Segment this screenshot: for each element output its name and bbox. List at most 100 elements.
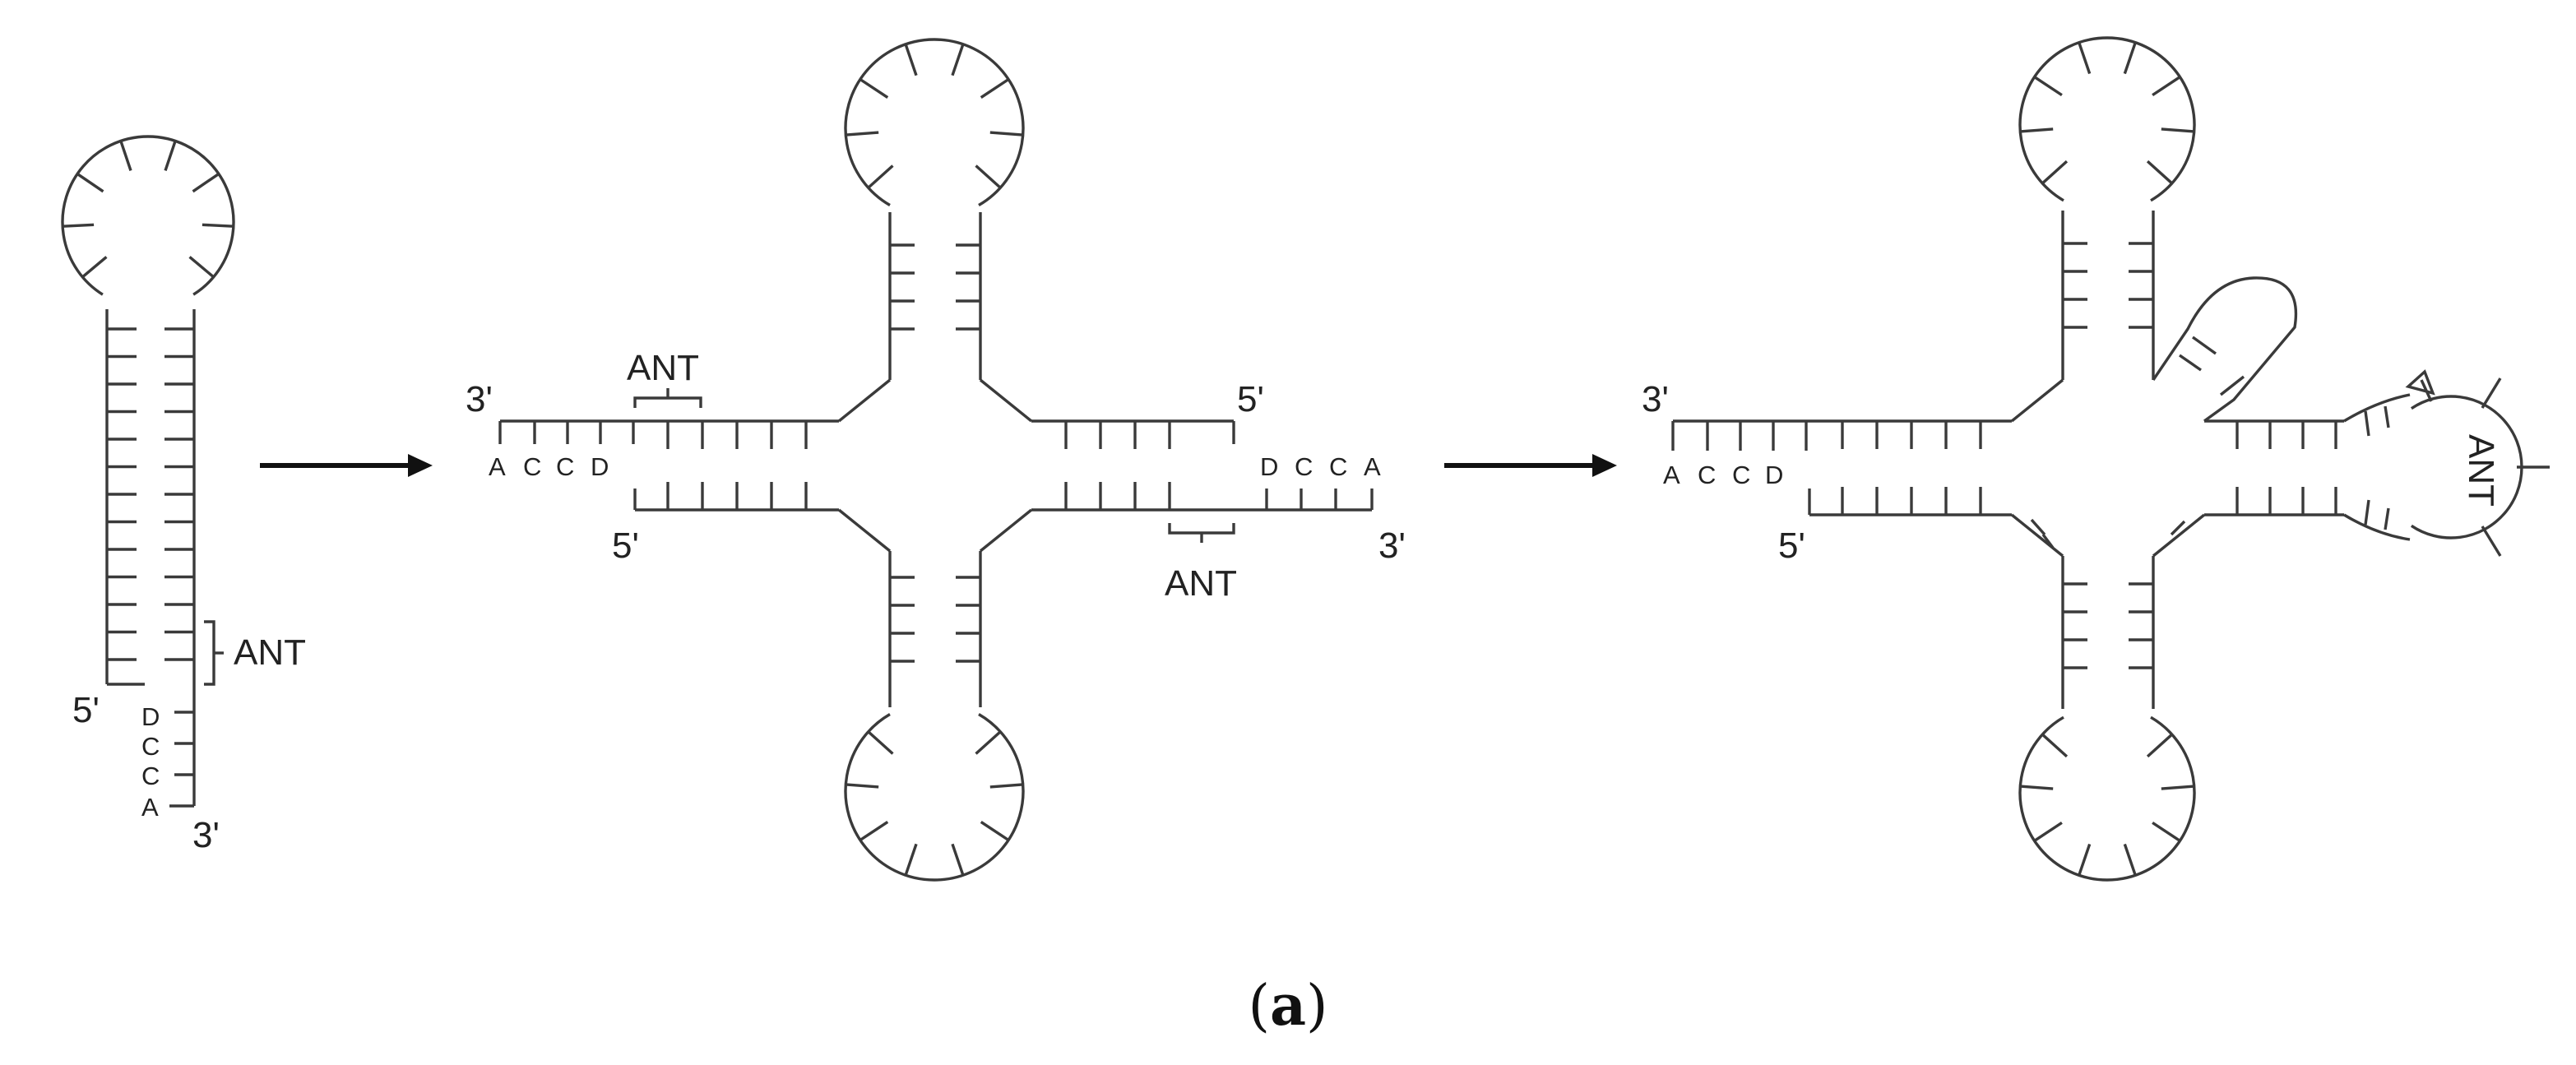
trna-left-base: A bbox=[1663, 461, 1680, 489]
junction-line bbox=[837, 378, 892, 423]
transition-arrow bbox=[1444, 454, 1617, 477]
hairpin-base: C bbox=[141, 732, 160, 761]
junction-line bbox=[979, 508, 1033, 553]
loop-tick bbox=[2020, 785, 2054, 790]
triangle-marker bbox=[2405, 369, 2435, 396]
caption-open: ( bbox=[1248, 974, 1270, 1039]
base-tick bbox=[2192, 336, 2217, 355]
ant-loop-spike bbox=[2481, 526, 2502, 557]
loop-tick bbox=[980, 78, 1010, 99]
caption-letter: a bbox=[1270, 973, 1306, 1039]
loop-tick bbox=[975, 164, 1002, 189]
loop-tick bbox=[119, 140, 132, 171]
trna-like-structure bbox=[1671, 36, 2550, 882]
hairpin-panel: 5' 3' ANT D C C A bbox=[61, 135, 306, 855]
loop-tick bbox=[989, 783, 1023, 789]
hairpin-base: A bbox=[141, 793, 159, 822]
loop-tick bbox=[989, 131, 1023, 137]
trna-left-3prime-label: 3' bbox=[1642, 379, 1669, 419]
junction-line bbox=[2010, 513, 2064, 558]
junction-line bbox=[2010, 378, 2064, 423]
ant-arm-taper bbox=[2343, 513, 2411, 541]
base-tick bbox=[2179, 354, 2202, 372]
junction-tick bbox=[2170, 520, 2186, 536]
loop-tick bbox=[2152, 76, 2181, 97]
cruciform-right-base: C bbox=[1329, 452, 1347, 481]
loop-tick bbox=[2123, 843, 2137, 876]
loop-tick bbox=[2041, 733, 2069, 758]
junction-tick bbox=[2030, 518, 2046, 536]
junction-line bbox=[979, 378, 1033, 423]
loop-tick bbox=[951, 44, 965, 76]
loop-tick bbox=[2161, 127, 2194, 133]
small-hairpin bbox=[2152, 276, 2298, 423]
loop-arc bbox=[61, 135, 235, 296]
cruciform-left-base: A bbox=[489, 452, 506, 481]
arrow-head bbox=[1592, 454, 1617, 477]
ant-bracket bbox=[1168, 523, 1235, 535]
loop-tick bbox=[859, 78, 889, 99]
trna-like-panel: 3' 5' A C C D ANT bbox=[1642, 36, 2550, 882]
loop-tick bbox=[2033, 76, 2063, 97]
arrow-head bbox=[408, 454, 433, 477]
ant-bracket bbox=[633, 396, 702, 408]
loop-arc bbox=[2018, 36, 2196, 202]
loop-tick bbox=[846, 131, 879, 137]
loop-tick bbox=[192, 173, 220, 193]
loop-tick bbox=[2152, 821, 2181, 842]
cruciform-structure bbox=[498, 38, 1374, 882]
loop-tick bbox=[2161, 785, 2194, 790]
cruciform-right-base: D bbox=[1260, 452, 1278, 481]
cruciform-panel: 3' 5' ANT A C C D 5' 3' ANT D C C A bbox=[466, 38, 1406, 882]
hairpin-base: D bbox=[141, 702, 160, 731]
loop-tick bbox=[2020, 127, 2054, 133]
loop-tick bbox=[867, 164, 894, 189]
cruciform-right-base: A bbox=[1364, 452, 1381, 481]
loop-tick bbox=[951, 843, 965, 876]
panel-caption: (a) bbox=[1248, 973, 1327, 1039]
ant-bracket bbox=[204, 620, 215, 686]
loop-tick bbox=[2123, 42, 2137, 75]
loop-tick bbox=[980, 821, 1010, 841]
loop-tick bbox=[904, 44, 918, 76]
loop-tick bbox=[859, 821, 889, 841]
cruciform-right-3prime-label: 3' bbox=[1378, 526, 1406, 566]
loop-tick bbox=[202, 223, 234, 228]
hairpin-5prime-label: 5' bbox=[72, 690, 100, 730]
loop-tick bbox=[2146, 160, 2173, 185]
loop-tick bbox=[2146, 733, 2173, 758]
base-tick bbox=[2384, 507, 2390, 530]
cruciform-left-5prime-label: 5' bbox=[612, 526, 639, 566]
base-tick bbox=[2364, 410, 2370, 437]
loop-tick bbox=[2078, 42, 2092, 75]
loop-arc bbox=[844, 38, 1025, 207]
loop-tick bbox=[975, 730, 1002, 755]
loop-tick bbox=[867, 730, 894, 755]
loop-tick bbox=[81, 256, 108, 279]
loop-tick bbox=[2078, 843, 2092, 876]
junction-tick bbox=[2041, 533, 2055, 549]
loop-tick bbox=[904, 843, 918, 876]
hairpin-3prime-label: 3' bbox=[192, 815, 220, 855]
cruciform-left-base: C bbox=[556, 452, 574, 481]
ant-arm-taper bbox=[2343, 393, 2411, 423]
base-tick bbox=[2364, 499, 2370, 526]
trna-left-5prime-label: 5' bbox=[1778, 526, 1805, 566]
loop-arc bbox=[2018, 715, 2196, 882]
loop-tick bbox=[63, 223, 95, 228]
trna-left-base: D bbox=[1765, 461, 1783, 489]
ant-loop-spike bbox=[2481, 377, 2502, 409]
cruciform-left-ant-label: ANT bbox=[627, 348, 699, 388]
hairpin-structure bbox=[61, 135, 235, 808]
trna-ant-label: ANT bbox=[2461, 434, 2501, 507]
loop-tick bbox=[2041, 160, 2069, 185]
caption-close: ) bbox=[1306, 974, 1328, 1039]
junction-line bbox=[837, 508, 892, 553]
transition-arrow bbox=[260, 454, 433, 477]
cruciform-left-3prime-label: 3' bbox=[466, 379, 493, 419]
junction-line bbox=[2152, 513, 2206, 558]
loop-tick bbox=[2033, 821, 2063, 842]
trna-left-base: C bbox=[1732, 461, 1750, 489]
